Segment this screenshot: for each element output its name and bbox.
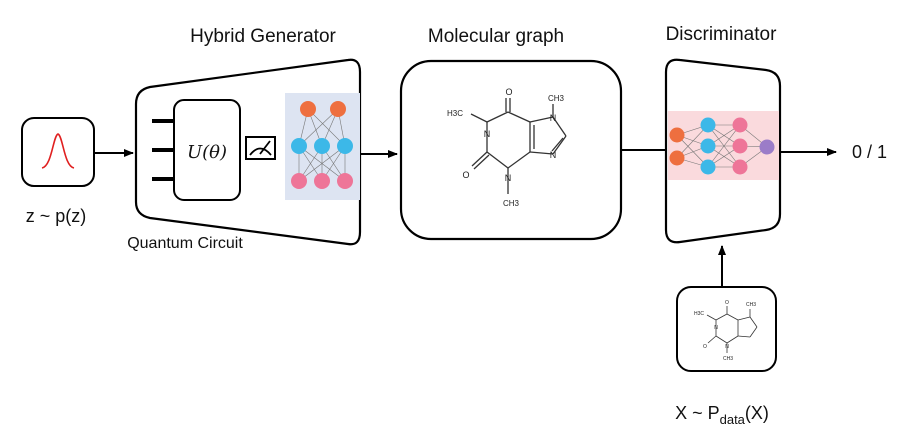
molecular-graph-title: Molecular graph — [428, 26, 564, 47]
discriminator-nn-node-l2-n0 — [732, 117, 748, 133]
atom-label-n9: N — [550, 150, 557, 160]
unitary-gate — [173, 99, 241, 201]
caffeine-structure-small — [706, 306, 758, 353]
real-data-molecule-box — [676, 286, 777, 372]
small-atom-label-ch3-bottom: CH3 — [723, 356, 733, 362]
caffeine-structure-large — [470, 98, 567, 194]
measurement-icon — [245, 136, 276, 160]
noise-label: z ~ p(z) — [26, 206, 87, 226]
generator-nn-edge — [298, 108, 339, 147]
unitary-gate-label: U(θ) — [187, 142, 227, 163]
generator-nn-edge — [298, 145, 346, 182]
atom-label-ch3-bottom: CH3 — [503, 199, 520, 208]
discriminator-nn-node-l1-n1 — [700, 138, 716, 154]
generator-neural-network — [285, 93, 360, 200]
real-data-label-suffix: (X) — [745, 403, 769, 423]
real-data-label: X ~ Pdata(X) — [675, 403, 769, 427]
quantum-circuit: U(θ) — [152, 99, 276, 201]
atom-label-h3c: H3C — [447, 109, 463, 118]
generator-nn-node-l1-n0 — [291, 138, 307, 154]
discriminator-nn-node-l3-n0 — [759, 139, 775, 155]
atom-label-o-top: O — [505, 87, 512, 97]
generator-nn-node-l1-n1 — [314, 138, 330, 154]
output-label: 0 / 1 — [852, 142, 887, 162]
discriminator-title: Discriminator — [666, 24, 778, 45]
discriminator-nn-node-l2-n1 — [732, 138, 748, 154]
hybrid-generator-title: Hybrid Generator — [190, 26, 336, 47]
small-atom-label-n3: N — [725, 344, 729, 350]
generator-nn-node-l2-n0 — [291, 173, 307, 189]
discriminator-nn-node-l0-n0 — [669, 127, 685, 143]
gaussian-curve-icon — [41, 133, 75, 169]
small-atom-label-o-top: O — [725, 300, 729, 306]
discriminator-neural-network — [668, 111, 779, 180]
atom-label-n1: N — [484, 129, 491, 139]
generator-nn-node-l0-n1 — [330, 101, 346, 117]
generator-nn-node-l0-n0 — [300, 101, 316, 117]
atom-label-ch3-top: CH3 — [548, 94, 565, 103]
small-atom-label-n1: N — [714, 325, 718, 331]
atom-label-o-left: O — [462, 170, 469, 180]
generator-nn-node-l2-n1 — [314, 173, 330, 189]
atom-label-n3: N — [505, 173, 512, 183]
real-data-label-subscript: data — [720, 412, 746, 427]
real-data-label-prefix: X ~ P — [675, 403, 720, 423]
caffeine-labels-large: H3C O CH3 N N N N O CH3 — [447, 87, 565, 208]
generator-nn-edge — [307, 108, 346, 147]
noise-distribution-box — [21, 117, 95, 187]
discriminator-nn-node-l1-n2 — [700, 159, 716, 175]
small-atom-label-ch3-top: CH3 — [746, 302, 756, 308]
discriminator-nn-edge — [676, 124, 709, 159]
discriminator-nn-node-l2-n2 — [732, 159, 748, 175]
atom-label-n7: N — [550, 113, 557, 123]
generator-nn-node-l2-n2 — [337, 173, 353, 189]
caffeine-labels-small: H3C O CH3 N O N CH3 — [694, 300, 756, 362]
small-atom-label-o-left: O — [703, 344, 707, 350]
quantum-circuit-label: Quantum Circuit — [127, 235, 243, 252]
discriminator-nn-edge — [707, 124, 741, 168]
small-atom-label-h3c: H3C — [694, 311, 704, 317]
generator-nn-node-l1-n2 — [337, 138, 353, 154]
discriminator-nn-node-l1-n0 — [700, 117, 716, 133]
discriminator-nn-node-l0-n1 — [669, 150, 685, 166]
